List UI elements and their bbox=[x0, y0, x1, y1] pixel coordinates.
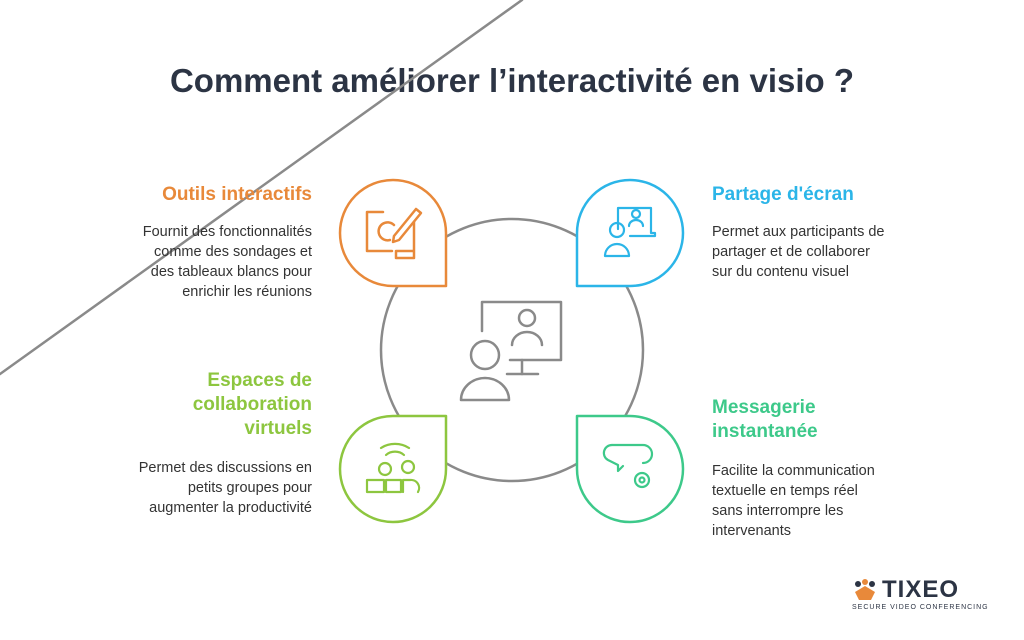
chat-gear-icon bbox=[602, 443, 654, 489]
teardrop-partage bbox=[575, 178, 685, 288]
logo-name: TIXEO bbox=[882, 576, 960, 603]
desc-partage: Permet aux participants de partager et d… bbox=[712, 224, 885, 280]
desc-messagerie: Facilite la communication textuelle en t… bbox=[712, 463, 875, 539]
desc-outils: Fournit des fonctionnalités comme des so… bbox=[142, 224, 312, 300]
tixeo-logo: TIXEO SECURE VIDEO CONFERENCING bbox=[852, 576, 989, 611]
screen-share-icon bbox=[603, 206, 657, 258]
logo-people-icon bbox=[855, 579, 875, 600]
heading-partage: Partage d'écran bbox=[712, 184, 854, 205]
heading-espaces: Espaces de collaboration virtuels bbox=[192, 370, 312, 439]
logo-tagline: SECURE VIDEO CONFERENCING bbox=[852, 604, 989, 611]
heading-messagerie: Messagerie instantanée bbox=[712, 397, 818, 442]
teardrop-espaces bbox=[338, 414, 448, 524]
heading-outils: Outils interactifs bbox=[162, 184, 312, 205]
central-circle bbox=[379, 217, 645, 483]
whiteboard-pen-icon bbox=[365, 207, 423, 260]
central-video-call-icon bbox=[0, 0, 563, 402]
page-title: Comment améliorer l’interactivité en vis… bbox=[169, 62, 855, 99]
group-collaboration-icon bbox=[365, 442, 421, 494]
teardrop-messagerie bbox=[575, 414, 685, 524]
teardrop-outils bbox=[338, 178, 448, 288]
desc-espaces: Permet des discussions en petits groupes… bbox=[138, 460, 312, 516]
